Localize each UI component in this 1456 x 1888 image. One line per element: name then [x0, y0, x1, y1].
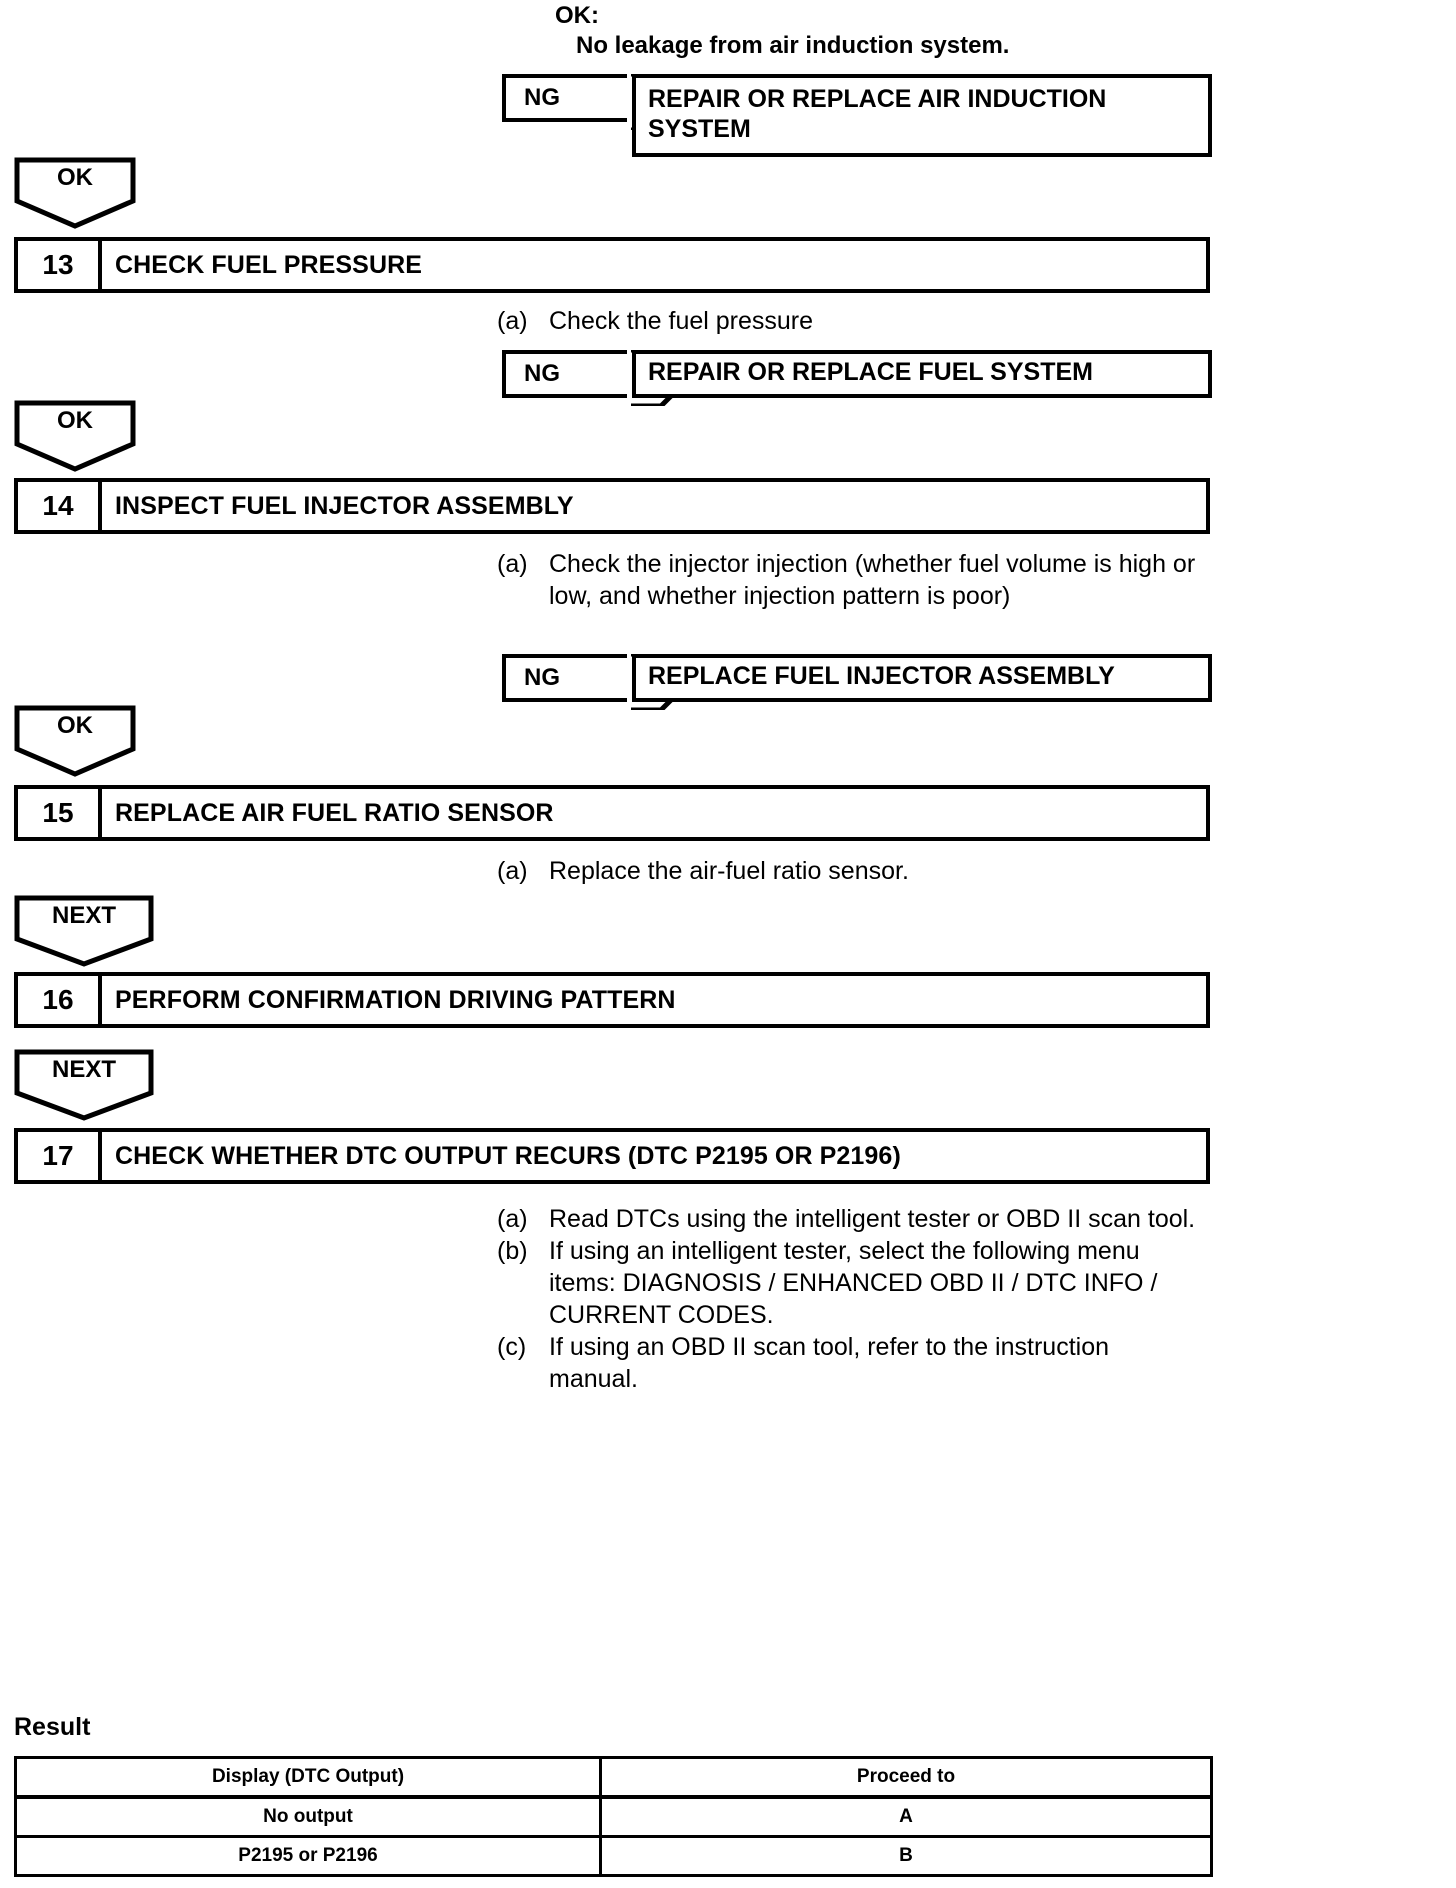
next-connector-label: NEXT — [51, 902, 116, 929]
cell-display: No output — [14, 1795, 602, 1838]
step-box-17: 17 CHECK WHETHER DTC OUTPUT RECURS (DTC … — [14, 1128, 1210, 1184]
step-number: 15 — [18, 789, 102, 837]
instruction-item: (a) Check the fuel pressure — [497, 305, 1197, 337]
action-box-fuel-injector: REPLACE FUEL INJECTOR ASSEMBLY — [632, 654, 1212, 702]
instruction-text: Check the injector injection (whether fu… — [549, 550, 1196, 610]
step-15-instructions: (a) Replace the air-fuel ratio sensor. — [497, 855, 1197, 887]
ng-tag-air-induction: NG — [502, 74, 689, 130]
table-header-row: Display (DTC Output) Proceed to — [14, 1756, 1213, 1799]
step-title: CHECK WHETHER DTC OUTPUT RECURS (DTC P21… — [115, 1141, 901, 1170]
instruction-item: (a) Check the injector injection (whethe… — [497, 548, 1197, 612]
ng-tag-fuel-system: NG — [502, 350, 689, 406]
step-number: 17 — [18, 1132, 102, 1180]
action-box-fuel-system: REPAIR OR REPLACE FUEL SYSTEM — [632, 350, 1212, 398]
instruction-marker: (a) — [497, 307, 528, 335]
cell-proceed: A — [599, 1795, 1213, 1838]
ok-connector-to-step-14: OK — [14, 400, 136, 472]
ok-connector-to-step-15: OK — [14, 705, 136, 777]
result-label: Result — [14, 1713, 91, 1741]
step-number: 14 — [18, 482, 102, 530]
step-box-16: 16 PERFORM CONFIRMATION DRIVING PATTERN — [14, 972, 1210, 1028]
step-title: CHECK FUEL PRESSURE — [115, 250, 423, 279]
instruction-item: (b) If using an intelligent tester, sele… — [497, 1235, 1197, 1331]
instruction-marker: (b) — [497, 1237, 528, 1265]
result-table: Display (DTC Output) Proceed to No outpu… — [14, 1756, 1213, 1877]
column-header-proceed: Proceed to — [599, 1756, 1213, 1799]
instruction-item: (a) Replace the air-fuel ratio sensor. — [497, 855, 1197, 887]
table-row: P2195 or P2196 B — [14, 1835, 1213, 1877]
step-box-14: 14 INSPECT FUEL INJECTOR ASSEMBLY — [14, 478, 1210, 534]
step-box-15: 15 REPLACE AIR FUEL RATIO SENSOR — [14, 785, 1210, 841]
cell-display: P2195 or P2196 — [14, 1835, 602, 1877]
ok-connector-label: OK — [57, 712, 93, 739]
ng-label: NG — [524, 84, 560, 111]
ok-condition-label: OK: — [555, 2, 599, 29]
next-connector-to-step-17: NEXT — [14, 1049, 154, 1121]
instruction-text: If using an OBD II scan tool, refer to t… — [549, 1333, 1109, 1393]
ok-connector-to-step-13: OK — [14, 157, 136, 229]
instruction-marker: (a) — [497, 550, 528, 578]
action-box-air-induction: REPAIR OR REPLACE AIR INDUCTION SYSTEM — [632, 74, 1212, 157]
ng-label: NG — [524, 360, 560, 387]
instruction-item: (c) If using an OBD II scan tool, refer … — [497, 1331, 1197, 1395]
cell-proceed: B — [599, 1835, 1213, 1877]
instruction-text: Read DTCs using the intelligent tester o… — [549, 1205, 1196, 1233]
step-17-instructions: (a) Read DTCs using the intelligent test… — [497, 1203, 1197, 1395]
ok-connector-label: OK — [57, 164, 93, 191]
step-14-instructions: (a) Check the injector injection (whethe… — [497, 548, 1197, 612]
table-row: No output A — [14, 1795, 1213, 1838]
ng-tag-fuel-injector: NG — [502, 654, 689, 710]
instruction-marker: (a) — [497, 1205, 528, 1233]
ok-connector-label: OK — [57, 407, 93, 434]
step-number: 13 — [18, 241, 102, 289]
ng-label: NG — [524, 664, 560, 691]
next-connector-label: NEXT — [51, 1056, 116, 1083]
step-number: 16 — [18, 976, 102, 1024]
instruction-text: Replace the air-fuel ratio sensor. — [549, 857, 909, 885]
ok-condition-text: No leakage from air induction system. — [576, 32, 1010, 59]
step-13-instructions: (a) Check the fuel pressure — [497, 305, 1197, 337]
column-header-display: Display (DTC Output) — [14, 1756, 602, 1799]
instruction-marker: (c) — [497, 1333, 527, 1361]
step-title: INSPECT FUEL INJECTOR ASSEMBLY — [115, 491, 574, 520]
instruction-text: Check the fuel pressure — [549, 307, 814, 335]
step-title: PERFORM CONFIRMATION DRIVING PATTERN — [115, 985, 676, 1014]
instruction-marker: (a) — [497, 857, 528, 885]
step-title: REPLACE AIR FUEL RATIO SENSOR — [115, 798, 554, 827]
step-box-13: 13 CHECK FUEL PRESSURE — [14, 237, 1210, 293]
instruction-item: (a) Read DTCs using the intelligent test… — [497, 1203, 1197, 1235]
instruction-text: If using an intelligent tester, select t… — [549, 1237, 1158, 1329]
next-connector-to-step-16: NEXT — [14, 895, 154, 967]
